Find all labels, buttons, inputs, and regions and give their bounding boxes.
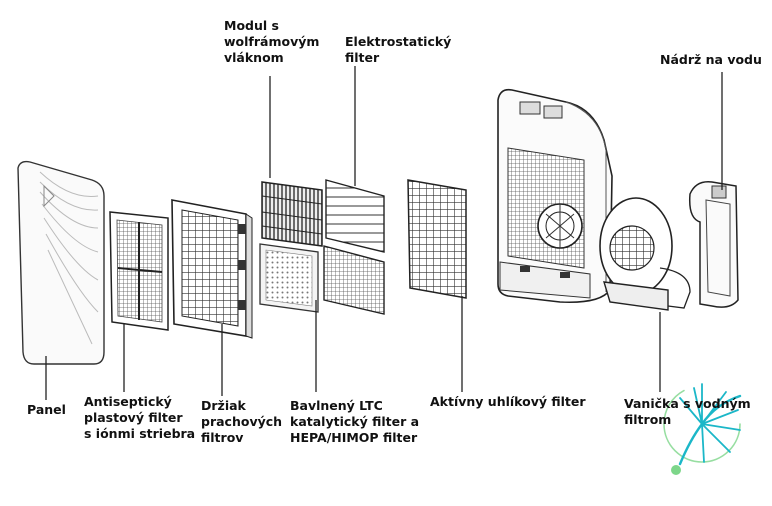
main-body-part bbox=[497, 88, 613, 304]
electrostatic-filter-part bbox=[325, 179, 385, 253]
label-water-tank: Nádrž na vodu bbox=[660, 52, 762, 67]
label-antiseptic-filter: Antiseptický plastový filter s iónmi str… bbox=[84, 394, 196, 441]
leader-lines bbox=[45, 66, 723, 400]
label-cotton-ltc-hepa: Bavlnený LTC katalytický filter a HEPA/H… bbox=[290, 398, 420, 445]
water-tray-part bbox=[599, 197, 691, 311]
panel-part bbox=[17, 160, 105, 365]
label-dust-filter-holder: Držiak prachových filtrov bbox=[201, 398, 283, 445]
carbon-filter-part bbox=[407, 179, 467, 299]
ltc-filter-part bbox=[259, 243, 319, 313]
label-water-tray: Vanička s vodným filtrom bbox=[624, 396, 751, 427]
dust-filter-holder-part bbox=[171, 199, 253, 339]
label-panel: Panel bbox=[27, 402, 66, 417]
label-tungsten-module: Modul s wolfrámovým vláknom bbox=[224, 18, 320, 65]
leaf-logo-icon bbox=[663, 383, 742, 475]
water-tank-part bbox=[688, 181, 739, 308]
tungsten-module-part bbox=[261, 181, 323, 247]
antiseptic-filter-part bbox=[109, 211, 169, 331]
hepa-filter-part bbox=[323, 245, 385, 315]
label-activated-carbon: Aktívny uhlíkový filter bbox=[430, 394, 586, 409]
label-electrostatic-filter: Elektrostatický filter bbox=[345, 34, 452, 65]
